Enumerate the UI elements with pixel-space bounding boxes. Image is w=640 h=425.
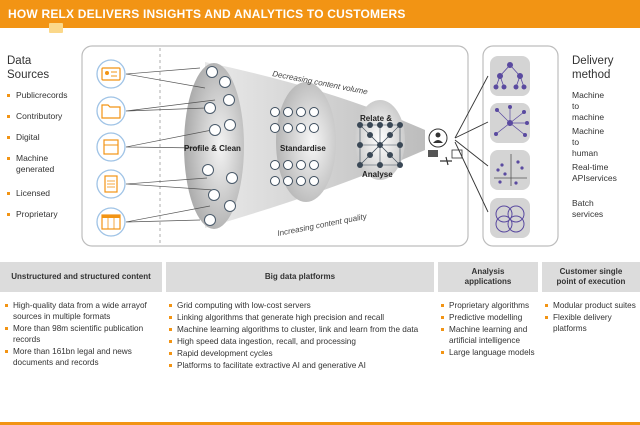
list-item: Linking algorithms that generate high pr… <box>168 312 430 323</box>
content-list: High-quality data from a wide arrayof so… <box>4 300 154 369</box>
standardise-nodes <box>270 107 319 186</box>
platforms-list: Grid computing with low-cost servers Lin… <box>168 300 430 372</box>
source-icons <box>96 59 126 237</box>
footer-line <box>0 422 640 425</box>
list-item: Contributory <box>7 111 62 122</box>
scatter-plot-icon <box>490 150 530 190</box>
list-item: More than 98m scientific publication rec… <box>4 323 154 345</box>
list-item: Licensed <box>7 188 50 199</box>
source-connectors <box>125 67 216 223</box>
database-icon <box>96 132 126 162</box>
profile-nodes <box>202 66 238 226</box>
hierarchy-icon <box>490 56 530 96</box>
list-item: Flexible delivery platforms <box>544 312 638 334</box>
venn-icon <box>490 198 530 238</box>
analyse-label: Analyse <box>362 170 393 179</box>
list-item: High-quality data from a wide arrayof so… <box>4 300 154 322</box>
network-icon <box>490 103 530 143</box>
data-sources-title: Data Sources <box>7 55 50 81</box>
document-icon <box>96 169 126 199</box>
list-item: Machine learning and artificial intellig… <box>440 324 538 346</box>
standardise-label: Standardise <box>280 144 326 153</box>
bank-icon <box>428 150 438 157</box>
list-item: Digital <box>7 132 40 143</box>
column-header-content: Unstructured and structured content <box>0 262 162 292</box>
delivery-method-title: Delivery method <box>572 55 614 81</box>
calendar-icon <box>96 207 126 237</box>
list-item: Machine learning algorithms to cluster, … <box>168 324 430 335</box>
profile-clean-label: Profile & Clean <box>184 144 241 153</box>
list-item: Platforms to facilitate extractive AI an… <box>168 360 430 371</box>
plane-icon <box>440 156 452 166</box>
list-item: High speed data ingestion, recall, and p… <box>168 336 430 347</box>
delivery-connectors <box>454 75 489 213</box>
customer-list: Modular product suites Flexible delivery… <box>544 300 638 335</box>
header-tab-marker <box>49 23 63 33</box>
relate-label: Relate & <box>360 114 392 123</box>
pipeline-diagram: Profile & Clean Standardise Relate & Ana… <box>81 45 559 247</box>
list-item: Rapid development cycles <box>168 348 430 359</box>
list-item: Grid computing with low-cost servers <box>168 300 430 311</box>
delivery-icons <box>490 56 530 238</box>
analysis-list: Proprietary algorithms Predictive modell… <box>440 300 538 359</box>
list-item: Publicrecords <box>7 90 68 101</box>
calendar-small-icon <box>451 149 463 159</box>
list-item: Modular product suites <box>544 300 638 311</box>
list-item: Proprietary <box>7 209 58 220</box>
list-item: Machine generated <box>7 153 72 175</box>
list-item: Predictive modelling <box>440 312 538 323</box>
id-card-icon <box>96 59 126 89</box>
list-item: Proprietary algorithms <box>440 300 538 311</box>
relate-network <box>357 122 403 168</box>
list-item: More than 161bn legal and news documents… <box>4 346 154 368</box>
header-bar: HOW RELX DELIVERS INSIGHTS AND ANALYTICS… <box>0 0 640 28</box>
page-title: HOW RELX DELIVERS INSIGHTS AND ANALYTICS… <box>8 7 406 21</box>
list-item: Large language models <box>440 347 538 358</box>
output-hub <box>428 128 463 166</box>
column-header-platforms: Big data platforms <box>166 262 434 292</box>
folder-icon <box>96 96 126 126</box>
